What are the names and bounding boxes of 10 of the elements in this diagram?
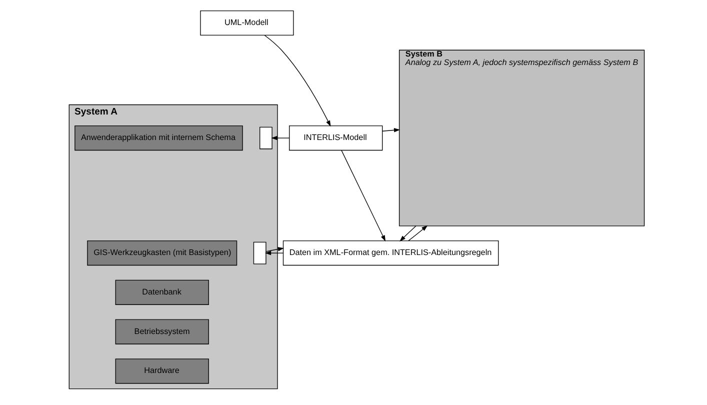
arrow — [264, 35, 330, 127]
arrow — [408, 225, 428, 242]
node-box — [252, 242, 266, 264]
arrow — [270, 136, 289, 140]
arrow — [399, 226, 416, 242]
arrow — [340, 150, 386, 242]
arrow — [382, 128, 400, 132]
arrow — [264, 250, 283, 256]
node-box — [259, 126, 272, 150]
arrow — [265, 247, 284, 252]
